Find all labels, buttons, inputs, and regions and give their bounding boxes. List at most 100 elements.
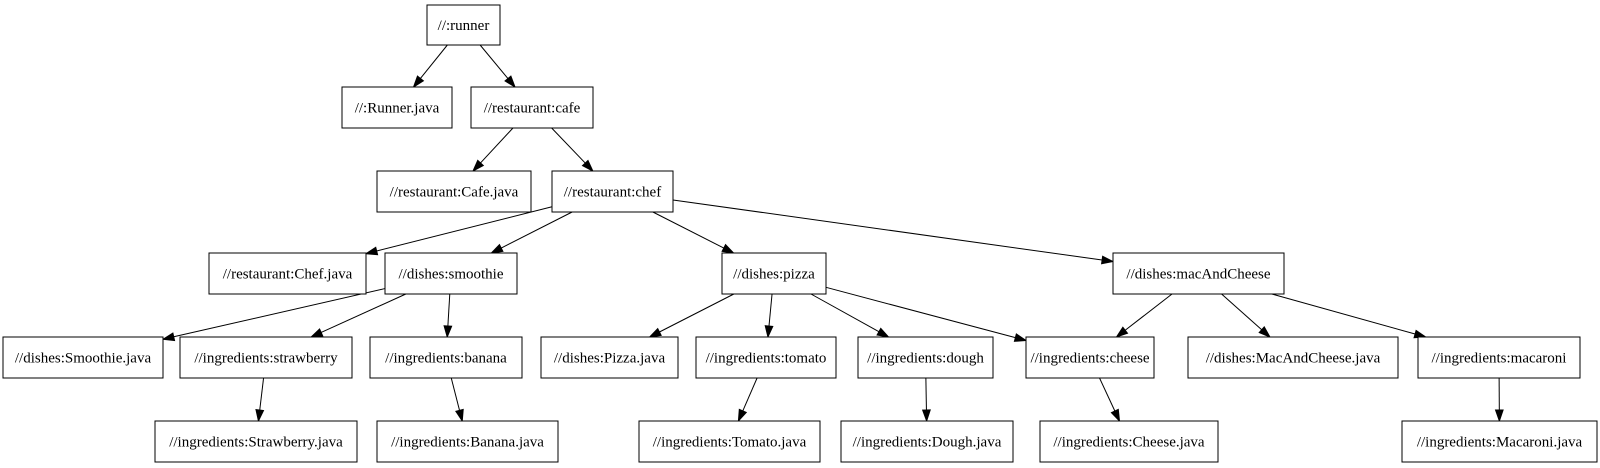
node-label: //restaurant:Cafe.java xyxy=(390,185,519,201)
edge-arrowhead xyxy=(1100,255,1115,265)
node-runner: //:runner xyxy=(426,4,501,46)
node-macAndCheese: //dishes:macAndCheese xyxy=(1112,252,1285,295)
edge-line xyxy=(376,206,553,252)
edge-cafe-to-cafe_java xyxy=(471,127,514,173)
node-macaroni_java: //ingredients:Macaroni.java xyxy=(1401,420,1598,463)
node-label: //dishes:smoothie xyxy=(399,267,504,283)
node-box xyxy=(470,86,594,129)
node-box xyxy=(341,86,453,129)
edge-line xyxy=(742,377,758,412)
node-pizza_java: //dishes:Pizza.java xyxy=(540,336,679,379)
edge-line xyxy=(1271,293,1416,335)
edge-arrowhead xyxy=(737,408,748,423)
node-tomato_java: //ingredients:Tomato.java xyxy=(638,420,821,463)
edge-smoothie-to-banana xyxy=(443,293,453,339)
node-label: //:Runner.java xyxy=(355,101,440,117)
node-label: //ingredients:banana xyxy=(385,351,507,367)
node-box xyxy=(179,336,353,379)
node-box xyxy=(1039,420,1219,463)
edge-line xyxy=(450,377,461,411)
edge-line xyxy=(1221,293,1263,331)
edge-arrowhead xyxy=(648,327,662,338)
node-box xyxy=(840,420,1014,463)
node-label: //ingredients:dough xyxy=(867,351,984,367)
node-cafe: //restaurant:cafe xyxy=(470,86,594,129)
node-box xyxy=(551,170,674,213)
node-label: //ingredients:Strawberry.java xyxy=(169,435,343,451)
node-box xyxy=(154,420,358,463)
node-chef: //restaurant:chef xyxy=(551,170,674,213)
node-box xyxy=(426,4,501,46)
edge-arrowhead xyxy=(1013,333,1028,342)
edge-line xyxy=(320,293,407,333)
node-macAndCheese_java: //dishes:MacAndCheese.java xyxy=(1187,336,1399,379)
node-box xyxy=(384,252,518,295)
edge-arrowhead xyxy=(309,328,324,338)
node-dough_java: //ingredients:Dough.java xyxy=(840,420,1014,463)
edge-line xyxy=(480,127,514,164)
edge-cheese-to-cheese_java xyxy=(1099,377,1121,423)
node-label: //ingredients:macaroni xyxy=(1432,351,1567,367)
edge-arrowhead xyxy=(364,246,379,256)
node-label: //dishes:MacAndCheese.java xyxy=(1206,351,1381,367)
edge-arrowhead xyxy=(455,408,464,423)
edge-line xyxy=(259,377,265,411)
edge-line xyxy=(1124,293,1173,331)
edge-layer xyxy=(161,44,1504,423)
node-box xyxy=(1187,336,1399,379)
node-smoothie_java: //dishes:Smoothie.java xyxy=(2,336,164,379)
edge-arrowhead xyxy=(581,159,594,173)
edge-banana-to-banana_java xyxy=(450,377,464,423)
node-box xyxy=(1025,336,1155,379)
node-strawberry: //ingredients:strawberry xyxy=(179,336,353,379)
node-label: //ingredients:Banana.java xyxy=(391,435,544,451)
node-box xyxy=(376,170,532,213)
node-label: //dishes:macAndCheese xyxy=(1126,267,1270,283)
edge-line xyxy=(768,293,773,327)
edge-arrowhead xyxy=(721,243,735,254)
node-strawberry_java: //ingredients:Strawberry.java xyxy=(154,420,358,463)
node-label: //restaurant:chef xyxy=(564,185,661,201)
edge-line xyxy=(925,377,927,411)
node-label: //ingredients:Tomato.java xyxy=(653,435,807,451)
node-cafe_java: //restaurant:Cafe.java xyxy=(376,170,532,213)
node-cheese: //ingredients:cheese xyxy=(1025,336,1155,379)
edge-arrowhead xyxy=(1110,408,1121,423)
edge-line xyxy=(447,293,451,327)
edge-tomato-to-tomato_java xyxy=(737,377,758,423)
edge-strawberry-to-strawberry_java xyxy=(255,377,265,423)
edge-line xyxy=(551,127,586,164)
edge-line xyxy=(173,288,386,338)
edge-macAndCheese-to-cheese xyxy=(1115,293,1173,338)
edge-runner-to-runner_java xyxy=(412,44,448,89)
node-label: //dishes:pizza xyxy=(733,267,815,283)
edge-arrowhead xyxy=(255,409,265,423)
node-box xyxy=(376,420,559,463)
node-box xyxy=(1417,336,1581,379)
node-label: //ingredients:Cheese.java xyxy=(1053,435,1205,451)
node-runner_java: //:Runner.java xyxy=(341,86,453,129)
node-macaroni: //ingredients:macaroni xyxy=(1417,336,1581,379)
node-tomato: //ingredients:tomato xyxy=(695,336,837,379)
node-box xyxy=(540,336,679,379)
node-label: //ingredients:strawberry xyxy=(194,351,338,367)
edge-arrowhead xyxy=(921,409,931,423)
node-dough: //ingredients:dough xyxy=(857,336,994,379)
node-label: //dishes:Smoothie.java xyxy=(15,351,152,367)
node-label: //dishes:Pizza.java xyxy=(554,351,666,367)
node-banana: //ingredients:banana xyxy=(369,336,523,379)
edge-chef-to-chef_java xyxy=(364,206,553,256)
edge-line xyxy=(659,293,735,333)
edge-arrowhead xyxy=(161,332,176,342)
edge-arrowhead xyxy=(412,75,425,89)
node-box xyxy=(638,420,821,463)
edge-arrowhead xyxy=(504,75,516,89)
edge-arrowhead xyxy=(443,325,453,339)
edge-line xyxy=(672,199,1103,261)
node-label: //restaurant:cafe xyxy=(484,101,581,117)
edge-arrowhead xyxy=(764,325,774,339)
node-banana_java: //ingredients:Banana.java xyxy=(376,420,559,463)
node-layer: //:runner //:Runner.java //restaurant:cafe… xyxy=(2,4,1598,463)
